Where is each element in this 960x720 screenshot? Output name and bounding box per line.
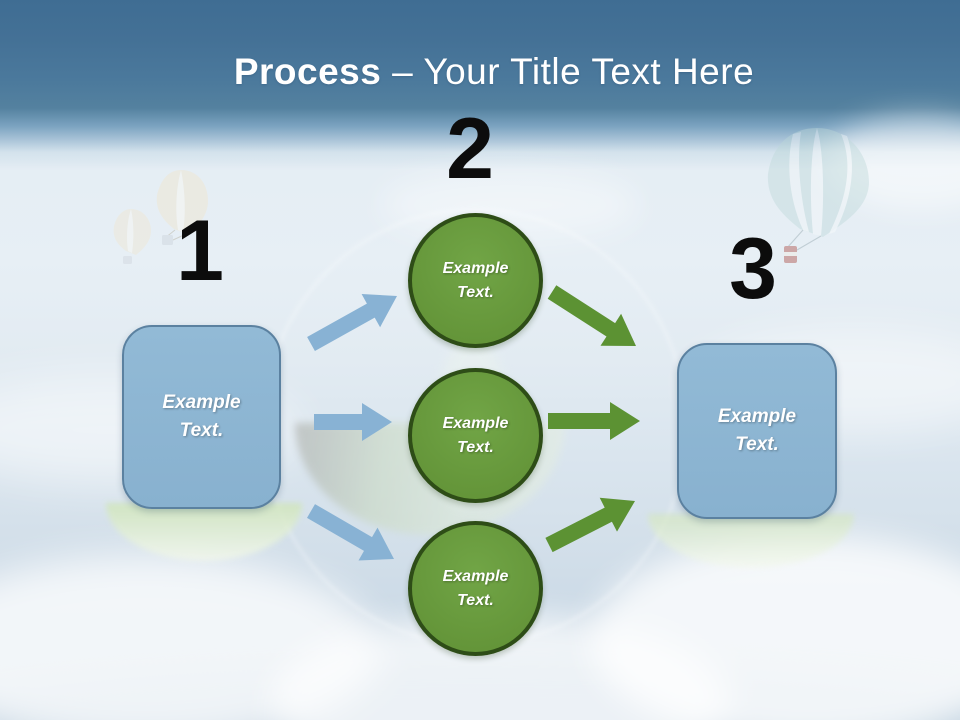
circle-label: Example Text.: [442, 567, 509, 609]
box-label: Example Text.: [162, 391, 241, 442]
hot-air-balloon-icon: [113, 209, 151, 264]
process-circle-top[interactable]: Example Text.: [408, 213, 543, 348]
title-bar-gradient: [0, 0, 960, 170]
process-box-left[interactable]: Example Text.: [122, 325, 281, 509]
arrow-middle-circle-to-right-box[interactable]: [548, 402, 640, 440]
arrow-left-box-to-bottom-circle[interactable]: [307, 504, 394, 561]
title-placeholder-text: – Your Title Text Here: [381, 51, 755, 92]
circle-label: Example Text.: [442, 414, 509, 456]
arrow-left-box-to-top-circle[interactable]: [307, 294, 397, 351]
process-circle-bottom[interactable]: Example Text.: [408, 521, 543, 656]
hot-air-balloon-icon: [767, 128, 869, 263]
title-keyword: Process: [233, 51, 382, 92]
box-label: Example Text.: [717, 405, 797, 456]
hot-air-balloon-icon: [156, 170, 208, 245]
circle-label: Example Text.: [442, 259, 509, 301]
step-number-3[interactable]: 3: [729, 221, 777, 317]
step-number-2[interactable]: 2: [446, 101, 494, 197]
slide-title[interactable]: Process – Your Title Text Here: [14, 51, 960, 93]
step-number-1[interactable]: 1: [176, 203, 224, 299]
arrow-left-box-to-middle-circle[interactable]: [314, 403, 392, 441]
process-circle-middle[interactable]: Example Text.: [408, 368, 543, 503]
process-box-right[interactable]: Example Text.: [677, 343, 837, 519]
arrow-top-circle-to-right-box[interactable]: [547, 285, 636, 346]
arrow-bottom-circle-to-right-box[interactable]: [545, 497, 635, 553]
